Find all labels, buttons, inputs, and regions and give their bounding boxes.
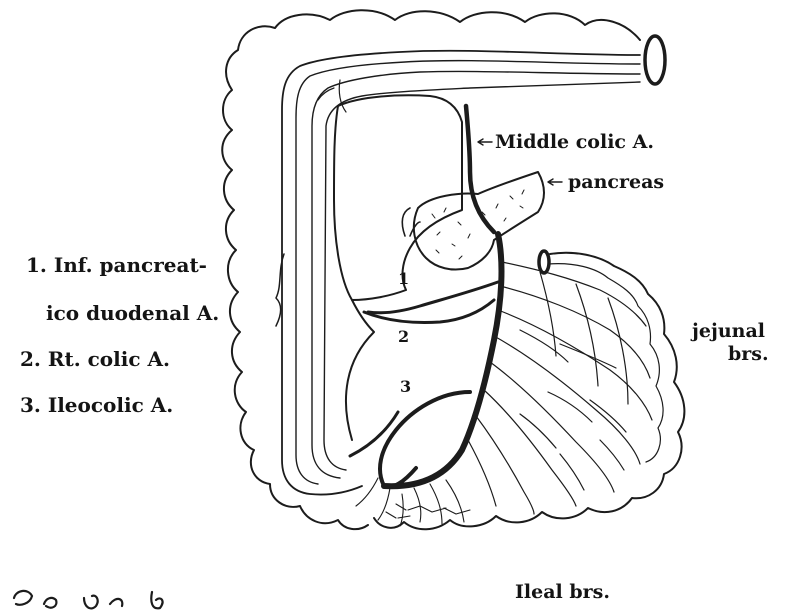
jejunum-cut-end [539, 251, 549, 273]
mesocolon-region-lower [346, 300, 374, 440]
middle-colic-label: Middle colic A. [495, 131, 654, 153]
colon-fold-2 [339, 80, 346, 112]
jejunal-branches [468, 262, 652, 514]
colon-cut-end [645, 36, 665, 84]
pancreas-arrow [548, 179, 562, 185]
marker-3: 3 [400, 377, 411, 396]
cropped-handwriting [14, 591, 163, 609]
legend-item-2: 2. Rt. colic A. [20, 347, 170, 371]
legend-item-1b: ico duodenal A. [46, 301, 219, 325]
legend-item-3: 3. Ileocolic A. [20, 393, 173, 417]
pancreas-label: pancreas [568, 171, 664, 193]
pancreas-texture [432, 190, 524, 259]
middle-colic-artery [466, 106, 494, 232]
inf-pancreaticoduodenal-artery [368, 282, 498, 313]
marker-2: 2 [398, 327, 409, 346]
legend-item-1a: 1. Inf. pancreat- [26, 253, 207, 277]
jejunal-label-line1: jejunal [690, 320, 765, 342]
ileocolic-artery [380, 392, 470, 487]
pancreas [414, 172, 544, 270]
jejunal-label-line2: brs. [728, 343, 769, 365]
middle-colic-arrow [478, 139, 492, 145]
marker-1: 1 [398, 269, 409, 288]
ileal-label: Ileal brs. [515, 581, 610, 603]
